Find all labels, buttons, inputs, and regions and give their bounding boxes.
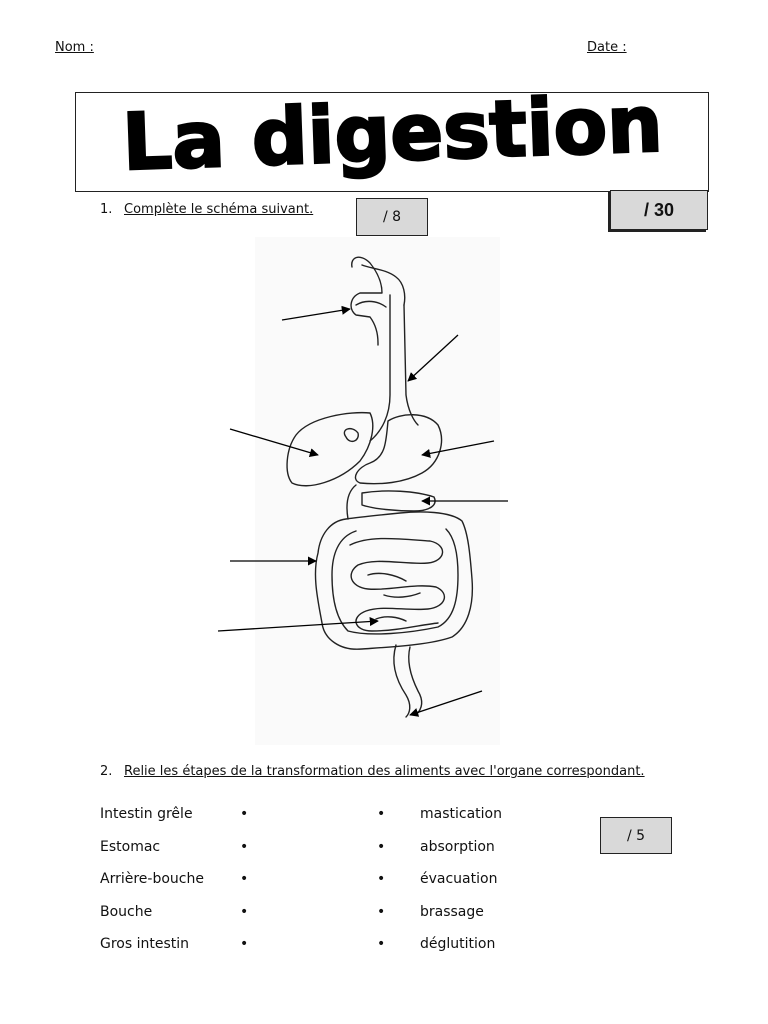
- organ-dot[interactable]: •: [240, 871, 249, 887]
- arrow-esophagus: [407, 334, 459, 382]
- question-1-number: 1.: [100, 202, 113, 217]
- date-label: Date :: [587, 40, 627, 55]
- step-dot[interactable]: •: [377, 936, 386, 952]
- tongue: [355, 300, 387, 308]
- step-dot[interactable]: •: [377, 903, 386, 920]
- question-1-score-box: / 8: [356, 198, 428, 236]
- digestive-system-diagram: [217, 237, 508, 745]
- question-1-text: Complète le schéma suivant.: [124, 202, 314, 217]
- organ-item: Bouche: [100, 903, 153, 920]
- step-item: brassage: [420, 903, 484, 920]
- arrow-stomach: [421, 440, 495, 458]
- organ-list: Intestin grêle Estomac Arrière-bouche Bo…: [100, 806, 204, 969]
- step-dot[interactable]: •: [377, 806, 386, 822]
- question-2-score: / 5: [626, 827, 646, 844]
- liver-outline: [286, 411, 374, 487]
- step-item: déglutition: [420, 936, 496, 952]
- organ-item: Gros intestin: [100, 936, 190, 952]
- step-item: absorption: [420, 838, 495, 855]
- rectum-inner: [408, 646, 423, 716]
- organ-dot[interactable]: •: [240, 903, 249, 920]
- name-label: Nom :: [55, 40, 94, 55]
- rectum: [393, 644, 411, 718]
- page-title-art: La digestion: [120, 78, 666, 189]
- head-outline: [361, 264, 406, 306]
- organ-item: Intestin grêle: [100, 806, 193, 822]
- title-frame: [75, 92, 709, 192]
- question-2-number: 2.: [100, 764, 113, 779]
- question-2-text: Relie les étapes de la transformation de…: [124, 764, 645, 779]
- organ-item: Estomac: [100, 838, 161, 855]
- organ-item: Arrière-bouche: [100, 871, 204, 887]
- step-dot[interactable]: •: [377, 871, 386, 887]
- question-2: 2. Relie les étapes de la transformation …: [100, 764, 645, 779]
- step-list: mastication absorption évacuation brassa…: [420, 806, 502, 969]
- question-2-score-box: / 5: [600, 817, 672, 854]
- step-dot[interactable]: •: [377, 838, 386, 855]
- total-score-box: / 30: [610, 190, 708, 230]
- esophagus-left: [369, 294, 391, 442]
- large-intestine-outline: [314, 511, 474, 650]
- duodenum: [346, 484, 357, 520]
- question-1-score: / 8: [382, 209, 402, 225]
- arrow-liver: [229, 428, 319, 458]
- organ-dot[interactable]: •: [240, 838, 249, 855]
- question-1: 1. Complète le schéma suivant.: [100, 202, 313, 217]
- step-item: mastication: [420, 806, 502, 822]
- arrow-small-intestine: [217, 616, 379, 632]
- pancreas-outline: [361, 490, 436, 512]
- large-intestine-inner: [331, 528, 459, 635]
- small-intestine-coils: [349, 537, 446, 632]
- total-score: / 30: [643, 199, 675, 220]
- arrow-mouth: [281, 305, 351, 321]
- step-item: évacuation: [420, 871, 498, 887]
- mouth-outline: [350, 256, 383, 346]
- page-title: La digestion: [121, 80, 664, 189]
- organ-dot[interactable]: •: [240, 806, 249, 822]
- esophagus-right: [403, 304, 419, 426]
- gallbladder: [343, 427, 359, 443]
- stomach-outline: [354, 414, 443, 485]
- organ-dot[interactable]: •: [240, 936, 249, 952]
- arrow-rectum: [409, 690, 483, 717]
